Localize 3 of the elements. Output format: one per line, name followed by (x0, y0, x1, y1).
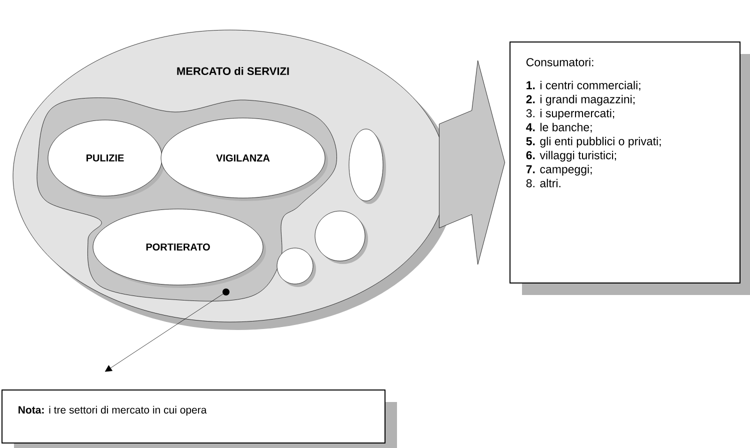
block-arrow (439, 60, 505, 265)
text-box: Consumatori: 1. i centri commerciali; 2. i grandi magazzini; 3. i supermercati; 4. le banche; 5. gli enti pubblici o privati; 6. villaggi turistici; 7. campeggi; 8. altri. (510, 42, 750, 295)
text-box: Nota: i tre settori di mercato in cui opera (2, 390, 397, 448)
